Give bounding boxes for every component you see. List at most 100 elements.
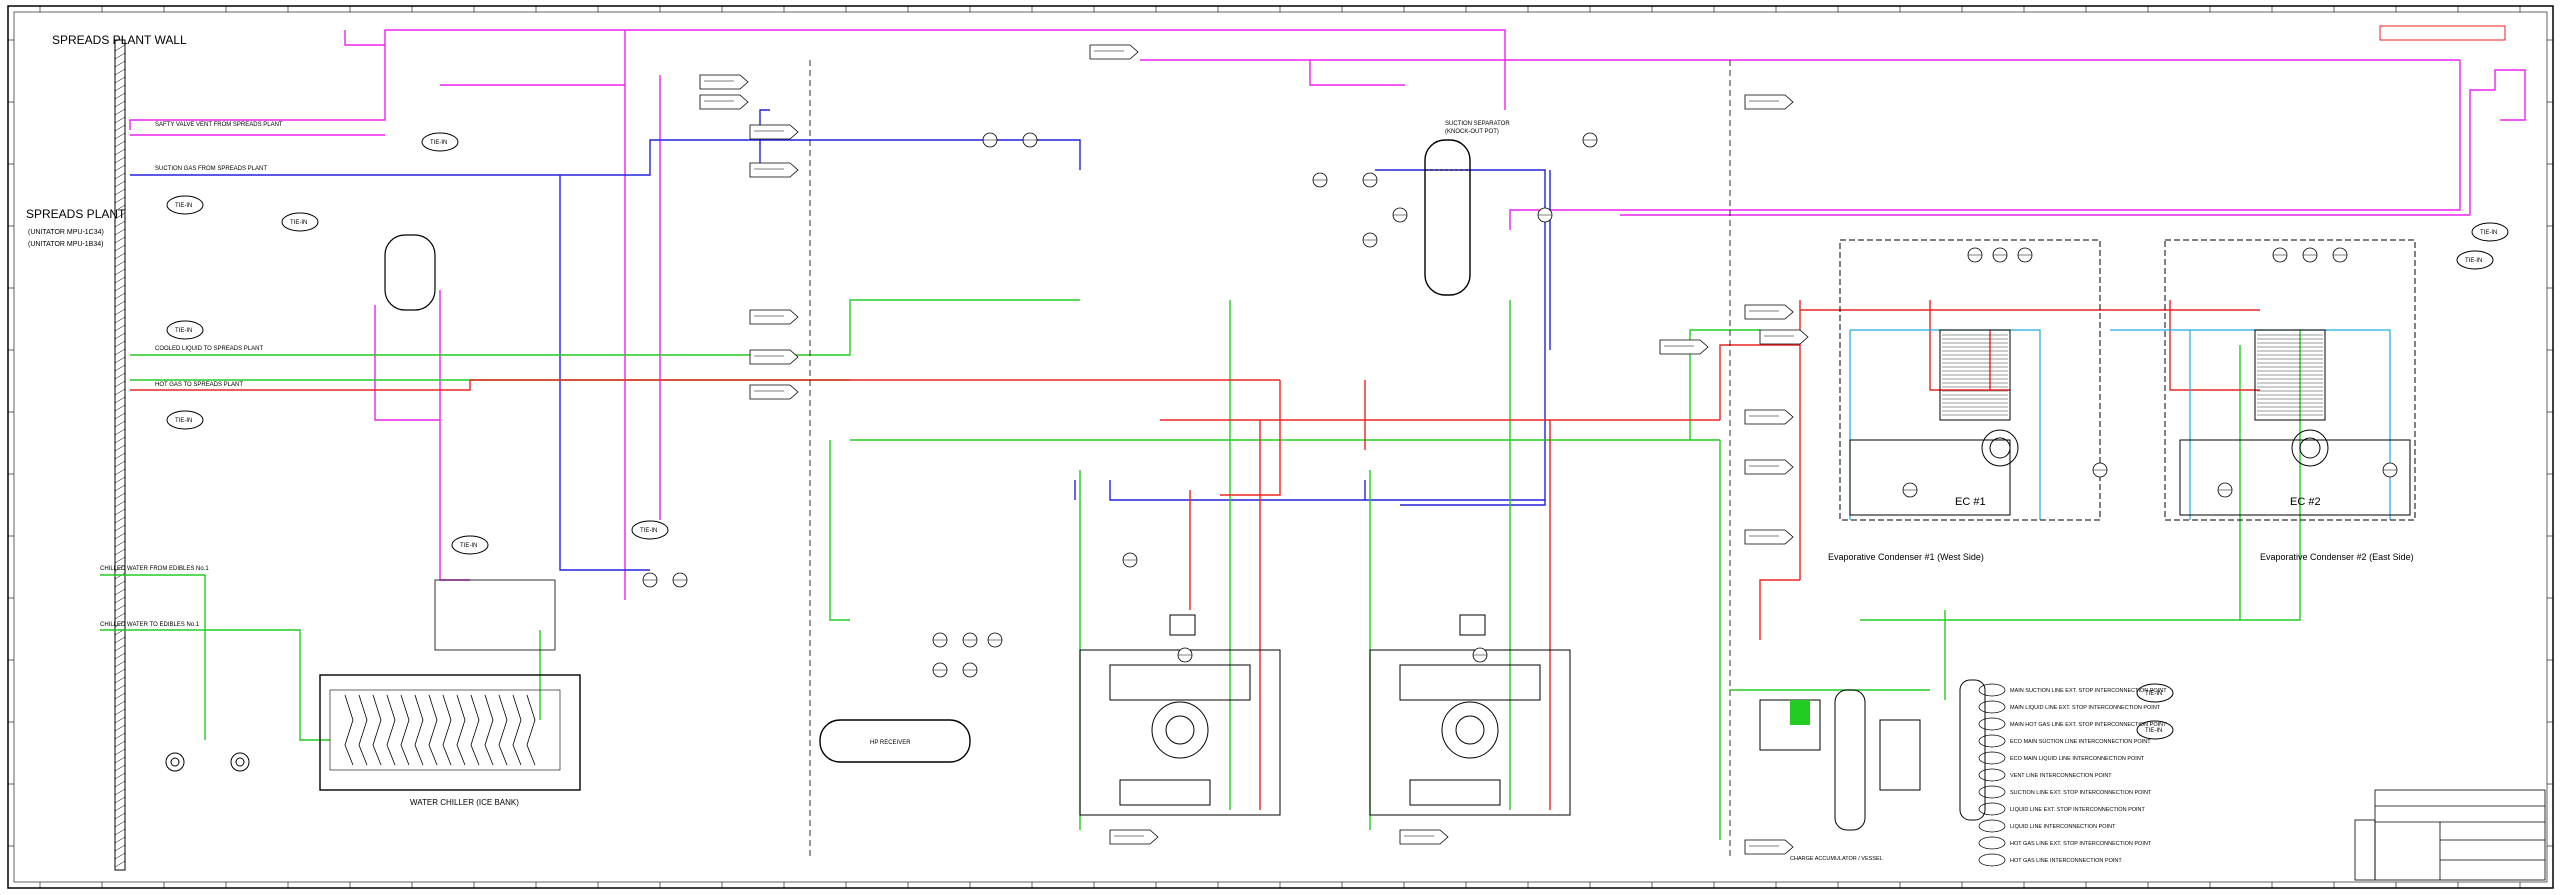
wall-hatch-line [114, 244, 126, 252]
tie-in-bubble: TIE-IN [2136, 683, 2174, 703]
ec2-caption: Evaporative Condenser #2 (East Side) [2260, 552, 2414, 562]
chilled-water-from-label: CHILLED WATER FROM EDIBLES No.1 [100, 566, 209, 572]
wall-hatch-line [114, 660, 126, 668]
legend-bubble [1978, 717, 2006, 731]
wall-hatch-line [114, 476, 126, 484]
wall-hatch-line [114, 180, 126, 188]
ec2-label: EC #2 [2290, 496, 2321, 508]
wall-hatch-line [114, 796, 126, 804]
tie-in-bubble: TIE-IN [631, 520, 669, 540]
wall-hatch-line [114, 548, 126, 556]
chiller-coil [442, 694, 452, 766]
wall-hatch-line [114, 324, 126, 332]
suction-separator-vessel [1424, 139, 1471, 296]
wall-hatch-line [114, 516, 126, 524]
compressor-package-2 [1369, 614, 1571, 816]
legend-row-text: MAIN LIQUID LINE EXT. STOP INTERCONNECTI… [2010, 705, 2161, 711]
wall-hatch-line [114, 84, 126, 92]
wall-hatch-line [114, 652, 126, 660]
wall-hatch-line [114, 756, 126, 764]
wall-hatch-line [114, 260, 126, 268]
legend-bubble [1978, 802, 2006, 816]
legend-row-text: LIQUID LINE EXT. STOP INTERCONNECTION PO… [2010, 807, 2146, 813]
wall-hatch-line [114, 668, 126, 676]
legend-bubble [1978, 768, 2006, 782]
legend: MAIN SUCTION LINE EXT. STOP INTERCONNECT… [1978, 683, 2167, 867]
evaporative-condenser-2 [2164, 239, 2416, 521]
connection-flag [1399, 829, 1449, 845]
chiller-coil [484, 694, 494, 766]
wall-hatch-line [114, 68, 126, 76]
connection-flag [1109, 829, 1159, 845]
wall-hatch-line [114, 188, 126, 196]
inner-border [13, 11, 2548, 883]
wall-hatch-line [114, 732, 126, 740]
wall-hatch-line [114, 492, 126, 500]
tie-in-text: TIE-IN [2145, 728, 2162, 734]
wall-hatch-line [114, 76, 126, 84]
wall-hatch-line [114, 380, 126, 388]
wall-hatch-line [114, 124, 126, 132]
drawing-border [7, 5, 2554, 889]
chilled-water-to-label: CHILLED WATER TO EDIBLES No.1 [100, 622, 200, 628]
wall-hatch-line [114, 404, 126, 412]
wall-hatch-line [114, 572, 126, 580]
knock-out-pot-label: (KNOCK-OUT POT) [1445, 129, 1499, 135]
hp-receiver-label: HP RECEIVER [870, 740, 911, 746]
wall-hatch-line [114, 588, 126, 596]
wall-hatch-line [114, 460, 126, 468]
oil-pot-vessel [384, 234, 436, 311]
wall-hatch-line [114, 852, 126, 860]
chiller-coil [512, 694, 522, 766]
wall-hatch-line [114, 172, 126, 180]
chiller-coil [498, 694, 508, 766]
wall-hatch-line [114, 612, 126, 620]
ec1-caption: Evaporative Condenser #1 (West Side) [1828, 552, 1984, 562]
connection-flag [1744, 839, 1794, 855]
wall-hatch-line [114, 684, 126, 692]
hot-gas-label: HOT GAS TO SPREADS PLANT [155, 382, 243, 388]
tie-in-text: TIE-IN [175, 328, 192, 334]
wall-hatch-line [114, 364, 126, 372]
wall-hatch-line [114, 724, 126, 732]
hot-gas-lines [130, 300, 2260, 810]
connection-flag [1759, 329, 1809, 345]
chiller-coil [470, 694, 480, 766]
chiller-coil [344, 694, 354, 766]
wall-hatch-line [114, 348, 126, 356]
wall-hatch-line [114, 620, 126, 628]
area-boundaries [809, 60, 1731, 860]
connection-flag [749, 162, 799, 178]
wall-hatch-line [114, 604, 126, 612]
tie-in-text: TIE-IN [290, 220, 307, 226]
chiller-coil [372, 694, 382, 766]
legend-row-text: MAIN SUCTION LINE EXT. STOP INTERCONNECT… [2010, 688, 2167, 694]
wall-hatch-line [114, 540, 126, 548]
wall-hatch-line [114, 412, 126, 420]
connection-flag [1744, 459, 1794, 475]
wall-hatch-line [114, 340, 126, 348]
connection-flag [699, 74, 749, 90]
tie-in-text: TIE-IN [640, 528, 657, 534]
wall-hatch-line [114, 788, 126, 796]
chiller-coil [358, 694, 368, 766]
wall-hatch-line [114, 420, 126, 428]
wall-hatch-line [114, 836, 126, 844]
tie-in-bubble: TIE-IN [2136, 720, 2174, 740]
wall-hatch-line [114, 396, 126, 404]
water-chiller-label: WATER CHILLER (ICE BANK) [410, 798, 519, 807]
wall-hatch-line [114, 636, 126, 644]
wall-hatch-line [114, 692, 126, 700]
wall-hatch-line [114, 308, 126, 316]
wall-hatch-line [114, 820, 126, 828]
connection-flag [1744, 94, 1794, 110]
wall-hatch-line [114, 452, 126, 460]
legend-bubble [1978, 751, 2006, 765]
legend-row-text: HOT GAS LINE INTERCONNECTION POINT [2010, 858, 2122, 864]
wall-hatch-line [114, 148, 126, 156]
legend-row-text: VENT LINE INTERCONNECTION POINT [2010, 773, 2112, 779]
wall-hatch-line [114, 764, 126, 772]
chiller-coil [428, 694, 438, 766]
wall-hatch-line [114, 716, 126, 724]
tie-in-text: TIE-IN [175, 418, 192, 424]
